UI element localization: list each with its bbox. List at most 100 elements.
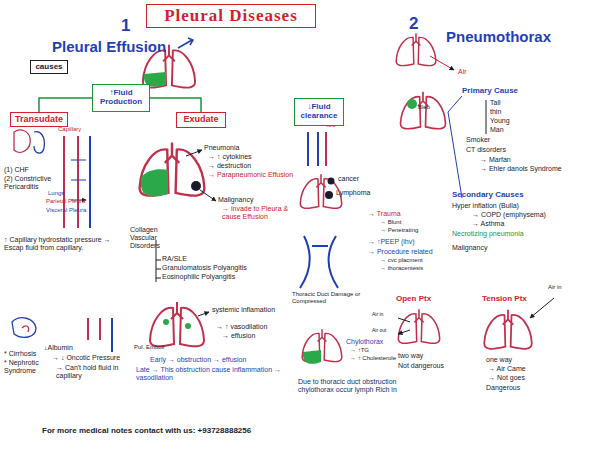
cause-box: causes <box>30 60 68 74</box>
leader-line <box>448 96 462 198</box>
note-text: Hyper inflation (Bulla) <box>452 202 562 210</box>
lymph-vessel <box>317 132 319 166</box>
note-text: (1) CHF <box>4 166 56 174</box>
note-text: Tension Ptx <box>482 294 546 303</box>
note-text: Tall <box>490 99 530 107</box>
pleura-symbol <box>34 132 44 153</box>
note-text: ↓Albumin <box>44 344 88 352</box>
lung-drawing <box>484 310 532 349</box>
capillary-wall <box>63 136 65 228</box>
box-label: ↓Fluid clearance <box>297 103 341 121</box>
note-text: Chylothorax <box>346 338 402 346</box>
effusion-fill <box>141 169 168 196</box>
note-text: (2) Constrictive Pericarditis <box>4 175 54 191</box>
note-text: → ↑TG <box>350 347 394 354</box>
fluid-arrow <box>71 160 86 200</box>
air-arrow <box>530 298 554 318</box>
note-text: → COPD (emphysema) <box>472 211 572 219</box>
note-text: → ↑ cytokines <box>208 153 272 161</box>
note-text: Granulomatosis Polyangitis <box>162 264 266 272</box>
lung-drawing <box>140 142 205 195</box>
capillary-wall <box>99 318 101 340</box>
note-text: systemic inflamation <box>212 306 276 314</box>
note-text: Pneumonia <box>204 144 264 152</box>
note-text: Early → obstruction → effusion <box>150 356 290 364</box>
lymph-vessel <box>307 132 309 166</box>
note-text: → Not goes <box>488 374 552 382</box>
leader-line <box>186 150 202 156</box>
lung-drawing <box>401 92 446 129</box>
lymphoma-symbol <box>325 191 333 199</box>
note-text: → effusion <box>222 332 278 340</box>
box-label: ↑Fluid Production <box>95 89 147 107</box>
cause-box: Exudate <box>176 112 226 128</box>
note-text: * Cirrhosis <box>4 350 46 358</box>
note-text: → Asthma <box>472 220 536 228</box>
note-text: → thoracentesis <box>380 265 444 272</box>
note-text: → Trauma <box>368 210 428 218</box>
footer-note: For more medical notes contact with us: … <box>42 426 402 435</box>
note-text: → Air Came <box>488 365 552 373</box>
note-text: → Penetrating <box>380 227 436 234</box>
note-text: Late → This obstruction cause inflammati… <box>136 366 296 382</box>
note-text: Pneumothorax <box>446 28 576 45</box>
leader-line <box>198 312 209 316</box>
note-text: Man <box>490 126 530 134</box>
note-text: Malignancy <box>452 244 516 252</box>
note-text: Due to thoracic duct obstruction chyloth… <box>298 378 416 394</box>
pleura-line <box>89 136 91 228</box>
pleura-line <box>325 132 327 166</box>
note-text: 2 <box>409 14 423 34</box>
note-text: Air out <box>372 328 398 334</box>
note-text: Air <box>458 68 478 76</box>
note-text: → Procedure related <box>368 248 452 256</box>
note-text: Primary Cause <box>462 86 542 95</box>
note-text: Dangerous <box>486 384 546 392</box>
note-text: * Nephrotic Syndrome <box>4 359 46 375</box>
box-label: Transudate <box>15 115 63 125</box>
cause-box: Transudate <box>10 112 68 127</box>
capillary-wall <box>87 318 89 340</box>
connector-line <box>39 98 92 112</box>
tumor-symbol <box>328 178 335 185</box>
arrow-symbol <box>178 38 193 48</box>
note-text: Air in <box>548 284 578 291</box>
note-text: → ↓ Oncotic Pressure <box>52 354 132 362</box>
note-text: cancer <box>338 175 378 183</box>
page-title: Pleural Diseases <box>146 4 316 28</box>
note-text: → invade to Pleura & cause Effusion <box>222 205 294 221</box>
bleb-symbol <box>407 99 417 109</box>
note-text: → Parapneumonic Effusion <box>208 171 294 179</box>
note-text: → Can't hold fluid in capillary <box>56 364 132 380</box>
note-text: → Ehler danols Syndrome <box>480 165 570 173</box>
note-text: Bleb <box>418 104 442 111</box>
note-text: Necrotizing pneumonia <box>452 230 572 238</box>
note-text: RA/SLE <box>162 255 222 263</box>
note-text: Pleural Effusion <box>52 38 172 55</box>
cause-box: ↑Fluid Production <box>92 84 150 112</box>
pleura-line <box>111 318 113 352</box>
note-text: Open Ptx <box>396 294 452 303</box>
note-text: → ↑PEEP (ihv) <box>368 238 438 246</box>
box-label: causes <box>35 63 62 72</box>
note-text: Visceral Pleura <box>46 207 96 214</box>
note-text: Eosinophilic Polyangitis <box>162 273 266 281</box>
note-text: Capillary <box>58 126 98 133</box>
embolus-symbol <box>163 319 169 325</box>
box-label: Exudate <box>183 115 218 125</box>
lung-drawing <box>396 33 436 66</box>
note-text: Parietal Pleura <box>46 198 94 205</box>
note-text: two way <box>398 352 452 360</box>
heart-symbol <box>14 130 30 152</box>
capillary-wall <box>77 136 79 228</box>
note-text: Pul. Emboli <box>134 344 182 351</box>
note-text: → Blunt <box>380 219 436 226</box>
note-text: Collagen Vascular Disorders <box>130 226 180 250</box>
note-text: ↑ Capillary hydrostatic pressure → Escap… <box>4 236 116 252</box>
note-text: Not dangerous <box>398 362 464 370</box>
note-text: one way <box>486 356 540 364</box>
note-text: → Marfan <box>480 156 544 164</box>
tumor-symbol <box>191 181 201 191</box>
lung-drawing <box>300 174 341 208</box>
note-text: Young <box>490 117 530 125</box>
